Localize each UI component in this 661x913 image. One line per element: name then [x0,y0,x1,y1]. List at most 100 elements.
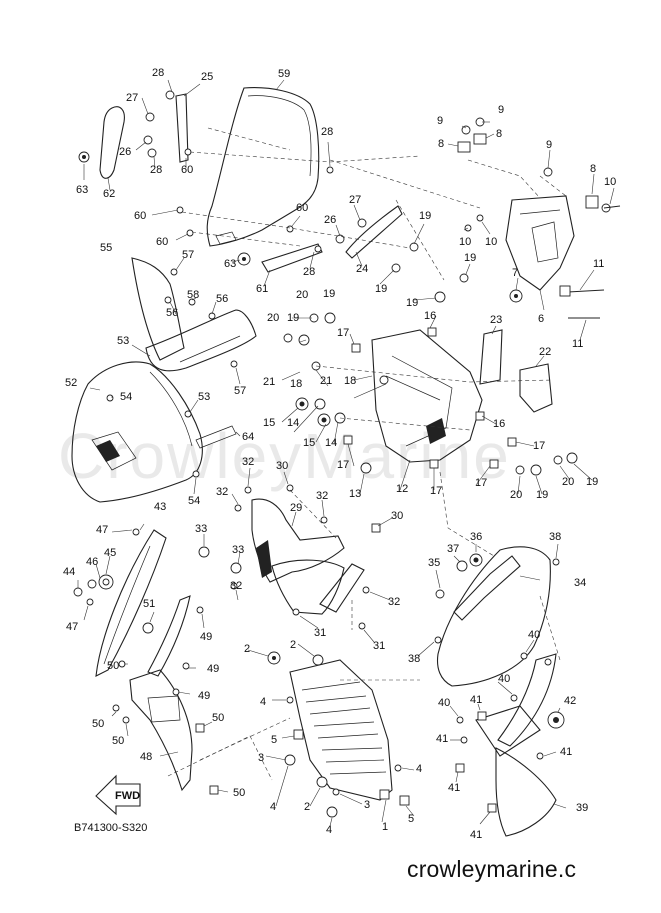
callout-27: 27 [349,194,361,206]
callout-31: 31 [373,640,385,652]
upper-panel-55 [131,257,185,361]
callout-62: 62 [103,188,115,200]
callout-18: 18 [290,378,302,390]
callout-5: 5 [408,813,414,825]
side-cover-34 [436,546,551,687]
callout-19: 19 [586,476,598,488]
callout-50: 50 [233,787,245,799]
callout-49: 49 [207,663,219,675]
callout-20: 20 [510,489,522,501]
callout-5: 5 [271,734,277,746]
callout-2: 2 [244,643,250,655]
callout-3: 3 [258,752,264,764]
callout-47: 47 [96,524,108,536]
fwd-arrow-icon [95,774,141,816]
callout-18: 18 [344,375,356,387]
callout-19: 19 [419,210,431,222]
stay-6 [505,195,575,291]
callout-4: 4 [270,801,276,813]
callout-14: 14 [287,417,299,429]
callout-45: 45 [104,547,116,559]
callout-57: 57 [182,249,194,261]
callout-20: 20 [267,312,279,324]
callout-24: 24 [356,263,368,275]
callout-7: 7 [512,267,518,279]
callout-9: 9 [437,115,443,127]
callout-4: 4 [416,763,422,775]
callout-17: 17 [475,477,487,489]
callout-41: 41 [448,782,460,794]
callout-17: 17 [337,327,349,339]
callout-50: 50 [107,660,119,672]
callout-2: 2 [290,639,296,651]
callout-21: 21 [320,375,332,387]
callout-11: 11 [593,258,604,270]
callout-30: 30 [276,460,288,472]
callout-28: 28 [152,67,164,79]
callout-3: 3 [364,799,370,811]
callout-33: 33 [232,544,244,556]
callout-48: 48 [140,751,152,763]
inner-panel-assembly [198,467,393,643]
callout-32: 32 [242,456,254,468]
callout-6: 6 [538,313,544,325]
callout-10: 10 [604,176,616,188]
side-panel-48 [129,669,193,792]
callout-59: 59 [278,68,290,80]
callout-17: 17 [337,459,349,471]
callout-56: 56 [216,293,228,305]
callout-31: 31 [314,627,326,639]
windscreen-assembly [78,79,481,287]
callout-19: 19 [464,252,476,264]
callout-32: 32 [216,486,228,498]
side-rail-36 [453,555,521,621]
callout-10: 10 [459,236,471,248]
bracket-22 [519,363,553,413]
callout-60: 60 [134,210,146,222]
side-rail-40 [497,653,557,747]
duct-piece [475,705,541,757]
callout-53: 53 [117,335,129,347]
trim-61 [261,243,323,273]
callout-57: 57 [234,385,246,397]
callout-55: 55 [100,242,112,254]
callout-1: 1 [382,821,388,833]
callout-16: 16 [424,310,436,322]
callout-22: 22 [539,346,551,358]
callout-9: 9 [498,104,504,116]
callout-14: 14 [325,437,337,449]
callout-54: 54 [188,495,200,507]
callout-60: 60 [156,236,168,248]
callout-16: 16 [493,418,505,430]
callout-32: 32 [230,580,242,592]
callout-41: 41 [436,733,448,745]
callout-12: 12 [396,483,408,495]
callout-38: 38 [549,531,561,543]
windshield-59 [206,87,320,247]
callout-15: 15 [263,417,275,429]
callout-19: 19 [323,288,335,300]
callout-37: 37 [447,543,459,555]
side-rail-43 [95,529,167,677]
front-cowl-52 [71,361,203,503]
callout-32: 32 [388,596,400,608]
callout-4: 4 [326,824,332,836]
callout-42: 42 [564,695,576,707]
callout-63: 63 [224,258,236,270]
front-cowling-assembly [71,257,257,503]
callout-17: 17 [430,485,442,497]
callout-40: 40 [528,629,540,641]
callout-60: 60 [181,164,193,176]
callout-8: 8 [496,128,502,140]
callout-61: 61 [256,283,268,295]
lower-cowl-39 [495,747,557,837]
side-deflector-62 [99,106,125,179]
callout-52: 52 [65,377,77,389]
inner-panel-31 [271,559,345,615]
callout-26: 26 [119,146,131,158]
callout-2: 2 [304,801,310,813]
site-watermark: crowleymarine.c [407,856,577,882]
callout-27: 27 [126,92,138,104]
callout-8: 8 [590,163,596,175]
